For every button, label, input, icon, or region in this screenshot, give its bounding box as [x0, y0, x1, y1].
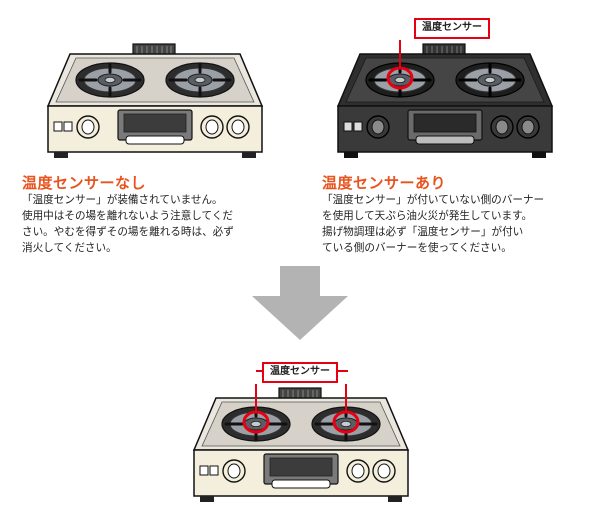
without-sensor-heading: 温度センサーなし	[22, 174, 147, 192]
with-sensor-description: 「温度センサー」が付いていない側のバーナー を使用して天ぷら油火災が発生していま…	[322, 194, 545, 254]
temperature-sensor-marker	[332, 384, 360, 434]
temperature-sensor-marker	[386, 40, 414, 90]
with-sensor-heading: 温度センサーあり	[322, 174, 447, 192]
temperature-sensor-callout: 温度センサー	[262, 362, 338, 383]
temperature-sensor-marker	[242, 384, 270, 434]
temperature-sensor-callout: 温度センサー	[414, 18, 490, 39]
down-arrow-icon	[252, 266, 348, 340]
without-sensor-description: 「温度センサー」が装備されていません。 使用中はその場を離れないよう注意してくだ…	[22, 194, 234, 254]
gas-stove-icon	[192, 384, 410, 502]
gas-stove-icon	[46, 43, 264, 158]
gas-stove-icon	[336, 40, 554, 158]
